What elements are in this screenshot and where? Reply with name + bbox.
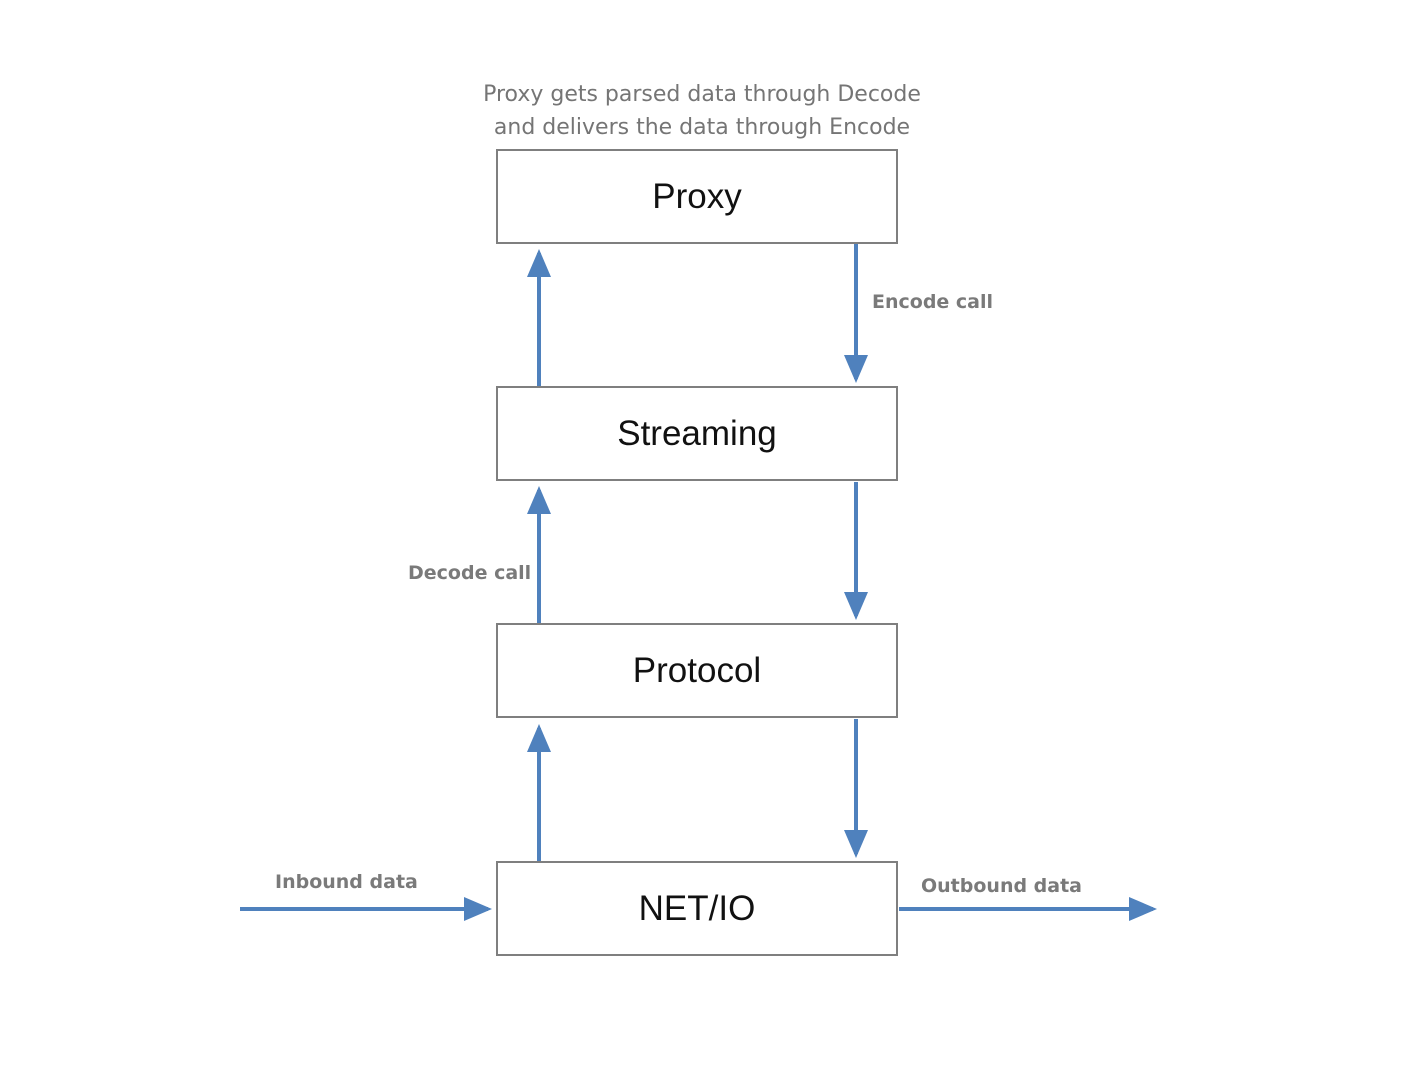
- caption-line-1: Proxy gets parsed data through Decode: [483, 82, 921, 107]
- protocol-layer-label: Protocol: [632, 650, 762, 690]
- decode-call-label: Decode call: [408, 562, 532, 584]
- proxy-layer-label: Proxy: [652, 176, 742, 216]
- streaming-layer-label: Streaming: [617, 413, 777, 453]
- protocol-layer-box: Protocol: [496, 623, 898, 718]
- diagram-caption: Proxy gets parsed data through Decode an…: [402, 78, 1002, 144]
- inbound-data-label: Inbound data: [275, 871, 418, 893]
- netio-layer-box: NET/IO: [496, 861, 898, 956]
- proxy-layer-box: Proxy: [496, 149, 898, 244]
- encode-call-label: Encode call: [872, 291, 994, 313]
- outbound-data-label: Outbound data: [921, 875, 1083, 897]
- netio-layer-label: NET/IO: [638, 888, 756, 928]
- caption-line-2: and delivers the data through Encode: [493, 115, 911, 140]
- streaming-layer-box: Streaming: [496, 386, 898, 481]
